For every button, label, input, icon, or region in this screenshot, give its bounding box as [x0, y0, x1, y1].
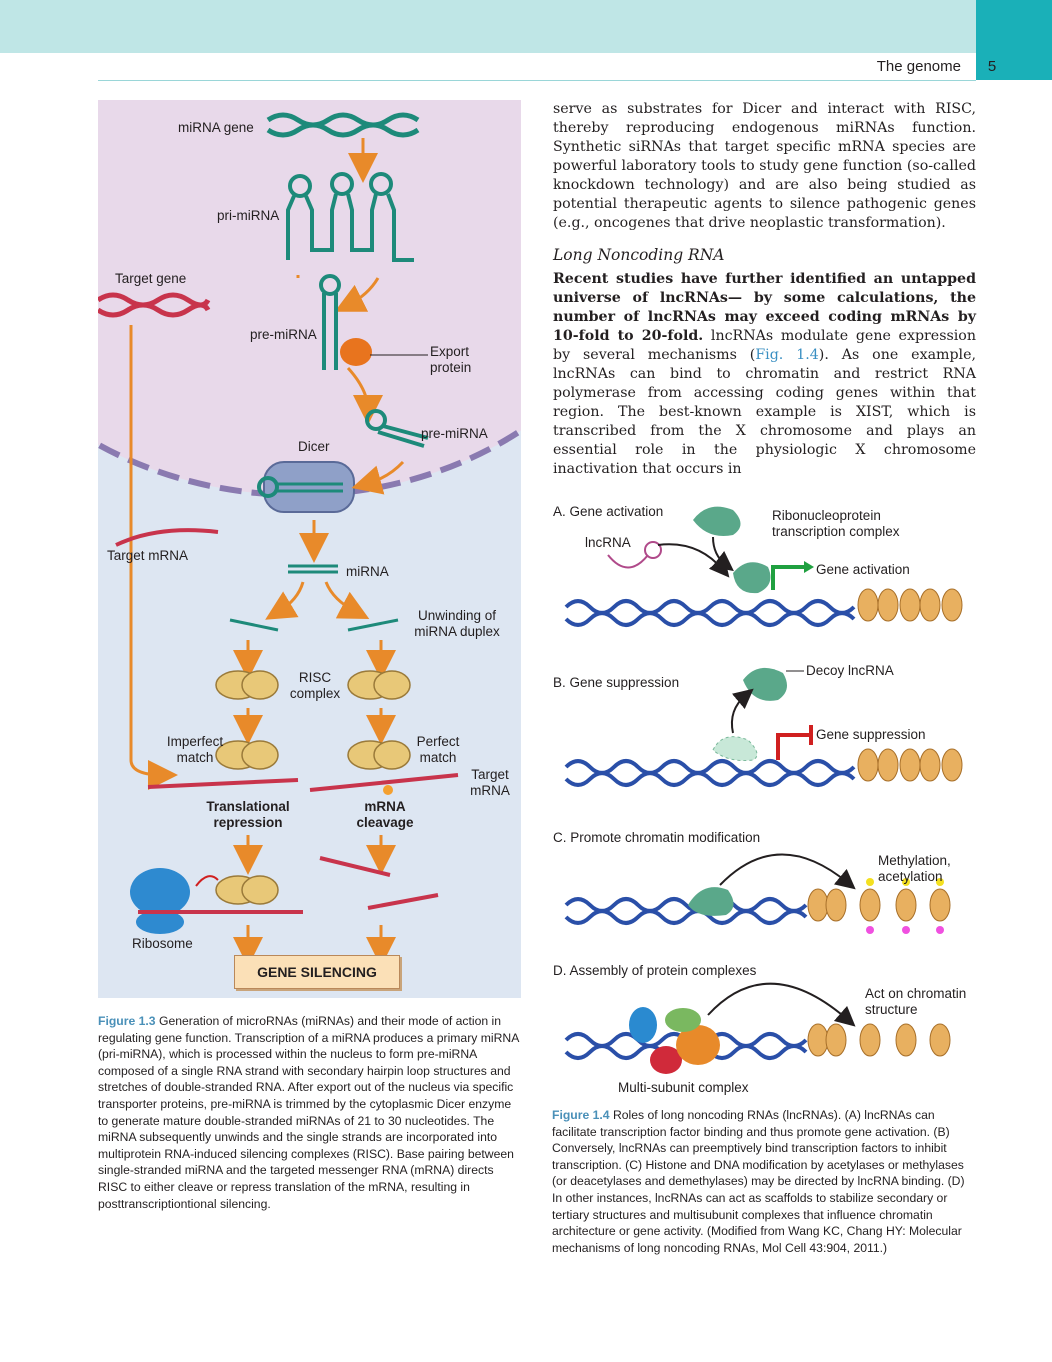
figure-1-4-number: Figure 1.4 [552, 1108, 610, 1122]
body-paragraph-2-bold: Recent studies have further identified a… [553, 271, 976, 344]
body-paragraph-2-a: lncRNAs modulate gene expression by seve… [553, 328, 976, 363]
figure-1-4-link[interactable]: Fig. 1.4 [755, 347, 819, 363]
risc-perfect-match [347, 740, 411, 770]
label-dicer: Dicer [298, 439, 330, 454]
panel-d-title: D. Assembly of protein complexes [553, 963, 757, 978]
pre-mirna-cytoplasm [365, 409, 429, 448]
panel-c-title: C. Promote chromatin modification [553, 830, 761, 845]
cleaved-mrna-1 [319, 856, 391, 877]
risc-repression [215, 875, 279, 905]
panel-a-complex [693, 506, 741, 536]
target-mrna-strand [115, 528, 219, 547]
panel-b-title: B. Gene suppression [553, 675, 680, 690]
panel-a-title: A. Gene activation [553, 504, 664, 519]
label-ribosome: Ribosome [132, 936, 193, 951]
body-paragraph-1-text: serve as substrates for Dicer and intera… [553, 101, 976, 231]
panel-c-complex [688, 887, 734, 916]
label-export-1: Export [430, 344, 470, 359]
label-lncrna: lncRNA [585, 535, 631, 550]
label-mirna: miRNA [346, 564, 389, 579]
risc-imperfect-match [215, 740, 279, 770]
header-band [0, 0, 976, 53]
label-structure: structure [865, 1002, 918, 1017]
label-export-2: protein [430, 360, 472, 375]
label-risc-1: RISC [298, 670, 332, 685]
target-gene-dna [98, 292, 211, 318]
panel-d-nucleosomes [807, 1023, 951, 1057]
panel-c-nucleosomes [807, 888, 951, 922]
mirna-duplex [288, 564, 338, 574]
target-mrna-left-bound [147, 778, 299, 789]
label-pre-mirna-nucleus: pre-miRNA [250, 327, 317, 342]
label-pre-mirna-cytoplasm: pre-miRNA [421, 426, 488, 441]
label-imperfect-2: match [176, 750, 214, 765]
figure-1-3: miRNA gene pri-miRNA Target gene pre-miR… [98, 100, 521, 998]
label-risc-2: complex [289, 686, 341, 701]
section-heading: Long Noncoding RNA [553, 246, 725, 264]
label-unwinding-2: miRNA duplex [414, 624, 500, 639]
figure-1-3-caption: Figure 1.3 Generation of microRNAs (miRN… [98, 1013, 520, 1212]
modification-marks [866, 878, 944, 886]
panel-c-dna [564, 897, 808, 925]
page-number-tab [976, 0, 1052, 80]
label-target-mrna-right-2: mRNA [470, 783, 510, 798]
figure-1-3-caption-text: Generation of microRNAs (miRNAs) and the… [98, 1014, 519, 1211]
target-mrna-right-bound [309, 773, 459, 792]
panel-a-nucleosomes [857, 588, 963, 622]
risc-complex-left [215, 670, 279, 700]
figure-1-3-illustration [98, 100, 521, 967]
label-methylation: Methylation, [878, 853, 951, 868]
panel-b-decoy-complex [743, 667, 787, 701]
label-translational-1: Translational [206, 799, 290, 814]
label-acetylation: acetylation [878, 869, 943, 884]
body-paragraph-2-b: ). As one example, lncRNAs can bind to c… [553, 347, 977, 477]
label-gene-suppression: Gene suppression [816, 727, 926, 742]
label-unwinding-1: Unwinding of [417, 608, 497, 623]
label-imperfect-1: Imperfect [166, 734, 224, 749]
figure-1-4-caption: Figure 1.4 Roles of long noncoding RNAs … [552, 1107, 977, 1256]
label-multi-subunit: Multi-subunit complex [618, 1080, 749, 1095]
risc-complex-right [347, 670, 411, 700]
export-protein [340, 338, 372, 366]
label-translational-2: repression [213, 815, 283, 830]
ribosome-shape [130, 868, 190, 934]
body-paragraph-1: serve as substrates for Dicer and intera… [553, 100, 976, 233]
panel-b-dna [564, 759, 856, 787]
figure-1-4: A. Gene activation lncRNA Ribonucleoprot… [548, 495, 988, 1100]
panel-b-nucleosomes [857, 748, 963, 782]
label-ribonucleoprotein: Ribonucleoprotein [772, 508, 881, 523]
panel-a-dna [564, 599, 856, 627]
figure-1-3-number: Figure 1.3 [98, 1014, 156, 1028]
mirna-gene-dna [266, 112, 420, 138]
gene-activation-arrow [771, 565, 808, 590]
label-act-on-chromatin: Act on chromatin [865, 986, 967, 1001]
label-mirna-gene: miRNA gene [178, 120, 254, 135]
label-perfect-1: Perfect [416, 734, 460, 749]
pri-mirna-hairpins [286, 172, 414, 262]
label-transcription-complex: transcription complex [772, 524, 900, 539]
pre-mirna-nucleus [319, 274, 341, 370]
running-head: The genome [876, 58, 961, 75]
figure-1-4-illustration [564, 506, 963, 1074]
label-mrna-cleavage-2: cleavage [356, 815, 414, 830]
label-decoy-lncrna: Decoy lncRNA [806, 663, 894, 678]
figure-1-4-caption-text: Roles of long noncoding RNAs (lncRNAs). … [552, 1108, 965, 1255]
gene-suppression-bar [776, 733, 810, 760]
label-gene-activation: Gene activation [816, 562, 910, 577]
multi-subunit-complex [629, 1007, 720, 1074]
body-paragraph-2: Recent studies have further identified a… [553, 270, 976, 479]
label-target-gene: Target gene [115, 271, 187, 286]
gene-silencing-box: GENE SILENCING [234, 955, 400, 989]
cleaved-mrna-2 [367, 893, 439, 910]
label-pri-mirna: pri-miRNA [217, 208, 280, 223]
page-number: 5 [987, 58, 997, 75]
header-rule [98, 80, 976, 81]
label-perfect-2: match [419, 750, 457, 765]
label-target-mrna-right-1: Target [471, 767, 509, 782]
label-mrna-cleavage-1: mRNA [364, 799, 406, 814]
label-target-mrna: Target mRNA [107, 548, 189, 563]
